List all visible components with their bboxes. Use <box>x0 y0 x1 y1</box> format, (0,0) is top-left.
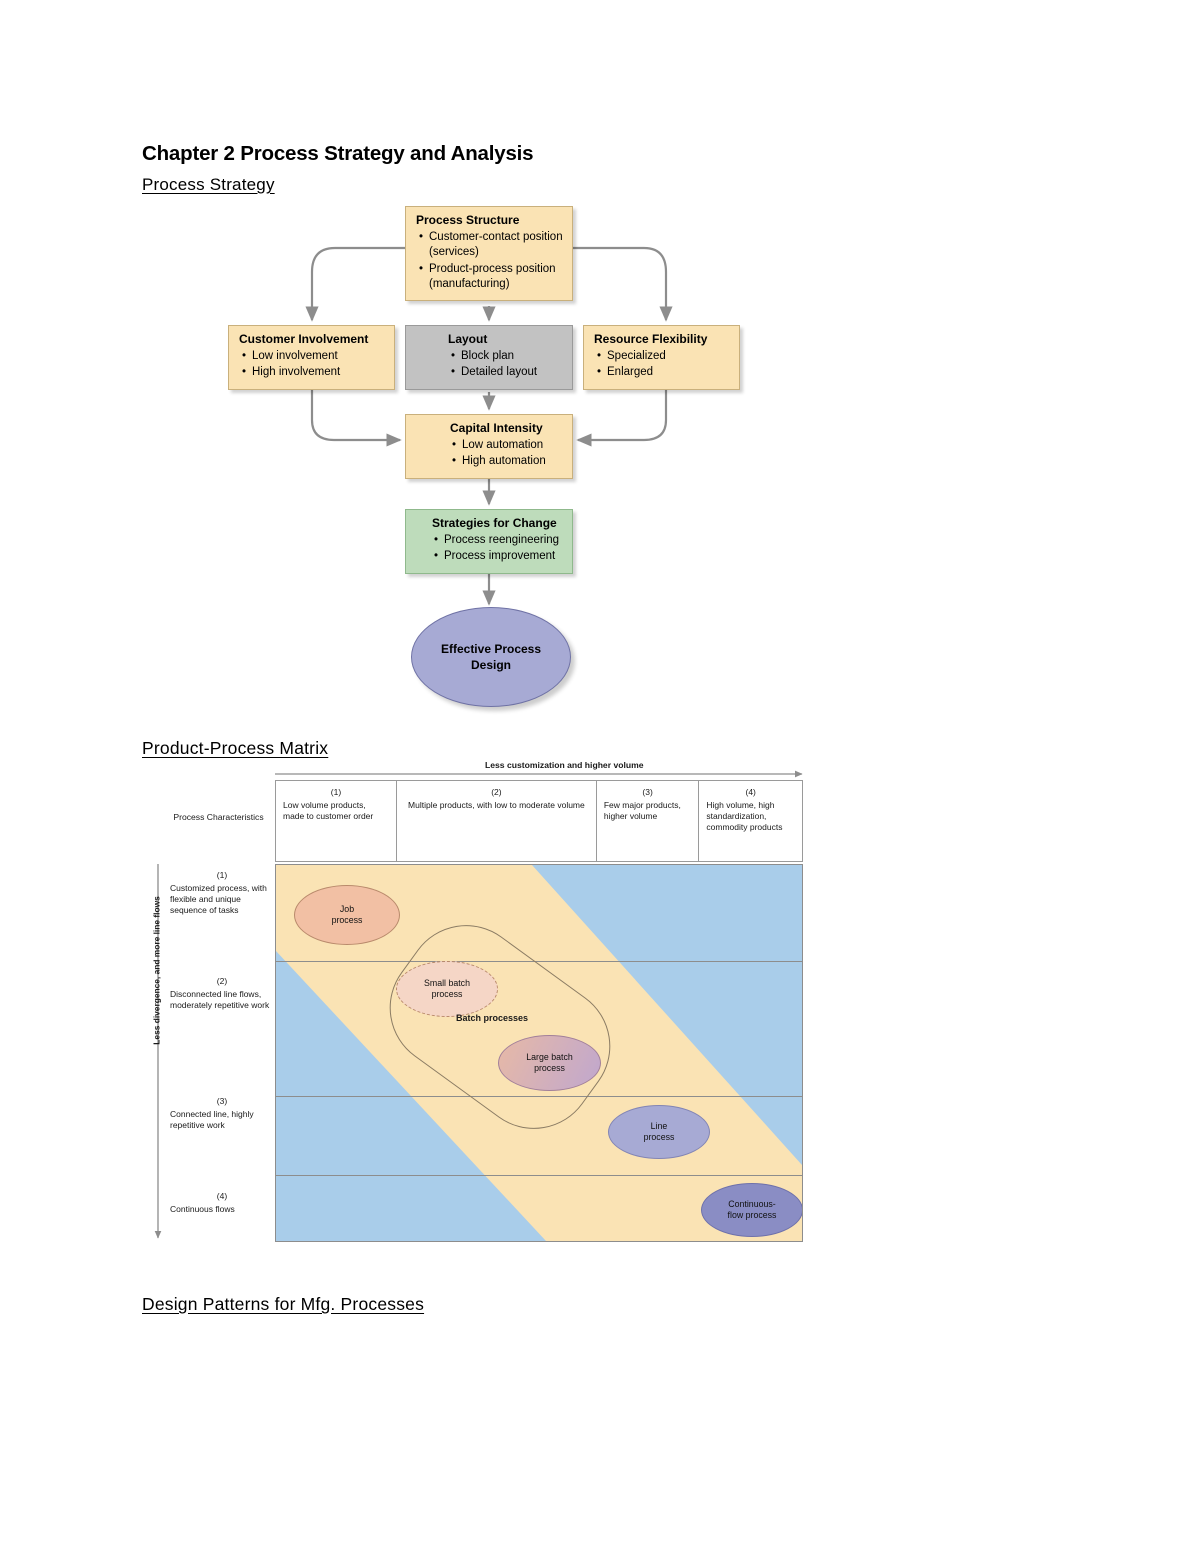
column-label: High volume, high standardization, commo… <box>706 800 783 833</box>
marker-job-process: Job process <box>294 885 400 945</box>
row-number: (3) <box>216 1096 228 1106</box>
item-line: (services) <box>429 246 479 259</box>
box-item-list: Block plan Detailed layout <box>416 349 564 381</box>
box-title: Strategies for Change <box>432 516 557 530</box>
x-axis-label: Less customization and higher volume <box>485 760 644 770</box>
marker-label-line1: Large batch <box>526 1052 573 1063</box>
box-customer-involvement: Customer Involvement Low involvement Hig… <box>228 325 395 390</box>
marker-label-line1: Job <box>339 904 355 915</box>
list-item: Detailed layout <box>451 365 564 381</box>
column-label: Few major products, higher volume <box>603 800 681 822</box>
section-heading-design-patterns: Design Patterns for Mfg. Processes <box>142 1294 425 1314</box>
matrix-row-headers: (1) Customized process, with flexible an… <box>166 864 274 1242</box>
section-heading-process-strategy: Process Strategy <box>142 175 275 194</box>
box-title: Capital Intensity <box>450 421 543 435</box>
list-item: Enlarged <box>597 365 731 381</box>
outcome-line-2: Design <box>470 658 511 672</box>
marker-label-line2: process <box>643 1132 675 1142</box>
row-header: (4) Continuous flows <box>166 1191 274 1215</box>
row-number: (4) <box>216 1191 228 1201</box>
row-divider <box>276 961 802 962</box>
marker-small-batch-process: Small batch process <box>396 961 498 1017</box>
marker-large-batch-process: Large batch process <box>498 1035 601 1091</box>
row-label: Connected line, highly repetitive work <box>170 1109 254 1131</box>
item-line: Product-process position <box>429 262 556 275</box>
marker-line-process: Line process <box>608 1105 710 1159</box>
product-process-matrix: Less customization and higher volume Les… <box>140 760 830 1250</box>
item-line: (manufacturing) <box>429 277 510 290</box>
box-title: Customer Involvement <box>239 332 369 346</box>
marker-label-line2: process <box>431 989 463 999</box>
column-label: Low volume products, made to customer or… <box>283 800 374 822</box>
column-label: Multiple products, with low to moderate … <box>408 800 585 811</box>
box-strategies-for-change: Strategies for Change Process reengineer… <box>405 509 573 574</box>
list-item: Specialized <box>597 349 731 365</box>
row-number: (2) <box>216 976 228 986</box>
column-number: (3) <box>642 787 653 797</box>
box-capital-intensity: Capital Intensity Low automation High au… <box>405 414 573 479</box>
box-title: Layout <box>448 332 488 346</box>
matrix-column-headers: (1) Low volume products, made to custome… <box>275 780 803 862</box>
outcome-line-1: Effective Process <box>440 641 542 656</box>
list-item: Block plan <box>451 349 564 365</box>
list-item: High involvement <box>242 365 386 381</box>
diagram-connectors <box>305 246 673 606</box>
row-divider <box>276 1096 802 1097</box>
row-label: Customized process, with flexible and un… <box>170 883 267 916</box>
list-item: Process reengineering <box>434 533 564 549</box>
marker-continuous-flow-process: Continuous- flow process <box>701 1183 802 1237</box>
row-number: (1) <box>216 870 228 880</box>
ellipse-effective-process-design: Effective Process Design <box>411 607 571 707</box>
marker-label-line2: process <box>534 1063 565 1073</box>
item-line: Customer-contact position <box>429 230 563 243</box>
list-item: Customer-contact position (services) <box>419 230 564 261</box>
box-item-list: Low automation High automation <box>416 438 564 470</box>
list-item: Product-process position (manufacturing) <box>419 262 564 293</box>
box-resource-flexibility: Resource Flexibility Specialized Enlarge… <box>583 325 740 390</box>
marker-label-line2: process <box>331 915 363 925</box>
matrix-plot-area: Job process Small batch process Batch pr… <box>275 864 803 1242</box>
column-header: (1) Low volume products, made to custome… <box>276 781 397 861</box>
box-item-list: Specialized Enlarged <box>594 349 731 381</box>
column-header: (4) High volume, high standardization, c… <box>699 781 802 861</box>
row-label: Continuous flows <box>170 1204 235 1215</box>
box-process-structure: Process Structure Customer-contact posit… <box>405 206 573 302</box>
marker-label-line2: flow process <box>727 1210 777 1220</box>
group-label-batch-processes: Batch processes <box>456 1013 529 1023</box>
matrix-axes <box>154 770 803 1239</box>
box-title: Resource Flexibility <box>594 332 708 346</box>
row-axis-title-text: Process Characteristics <box>173 812 264 822</box>
y-axis-label: Less divergence, and more line flows <box>151 896 162 1045</box>
row-axis-title: Process Characteristics <box>166 812 271 823</box>
row-label: Disconnected line flows, moderately repe… <box>170 989 270 1011</box>
column-number: (2) <box>491 787 502 797</box>
row-divider <box>276 1175 802 1176</box>
row-header: (3) Connected line, highly repetitive wo… <box>166 1096 274 1131</box>
marker-label-line1: Small batch <box>424 978 470 989</box>
box-item-list: Low involvement High involvement <box>239 349 386 381</box>
column-number: (1) <box>330 787 342 797</box>
list-item: Low automation <box>452 438 564 454</box>
box-item-list: Process reengineering Process improvemen… <box>416 533 564 565</box>
process-strategy-diagram: Process Structure Customer-contact posit… <box>200 200 820 720</box>
box-layout: Layout Block plan Detailed layout <box>405 325 573 390</box>
column-header: (3) Few major products, higher volume <box>597 781 700 861</box>
column-number: (4) <box>745 787 756 797</box>
marker-label-line1: Line <box>650 1121 668 1132</box>
list-item: High automation <box>452 454 564 470</box>
marker-label-line1: Continuous- <box>728 1199 776 1210</box>
list-item: Low involvement <box>242 349 386 365</box>
section-heading-product-process-matrix: Product-Process Matrix <box>142 738 329 758</box>
row-header: (2) Disconnected line flows, moderately … <box>166 976 274 1011</box>
box-item-list: Customer-contact position (services) Pro… <box>416 230 564 292</box>
row-header: (1) Customized process, with flexible an… <box>166 870 274 916</box>
column-header: (2) Multiple products, with low to moder… <box>397 781 597 861</box>
list-item: Process improvement <box>434 549 564 565</box>
page-title: Chapter 2 Process Strategy and Analysis <box>142 142 534 165</box>
box-title: Process Structure <box>416 213 520 227</box>
